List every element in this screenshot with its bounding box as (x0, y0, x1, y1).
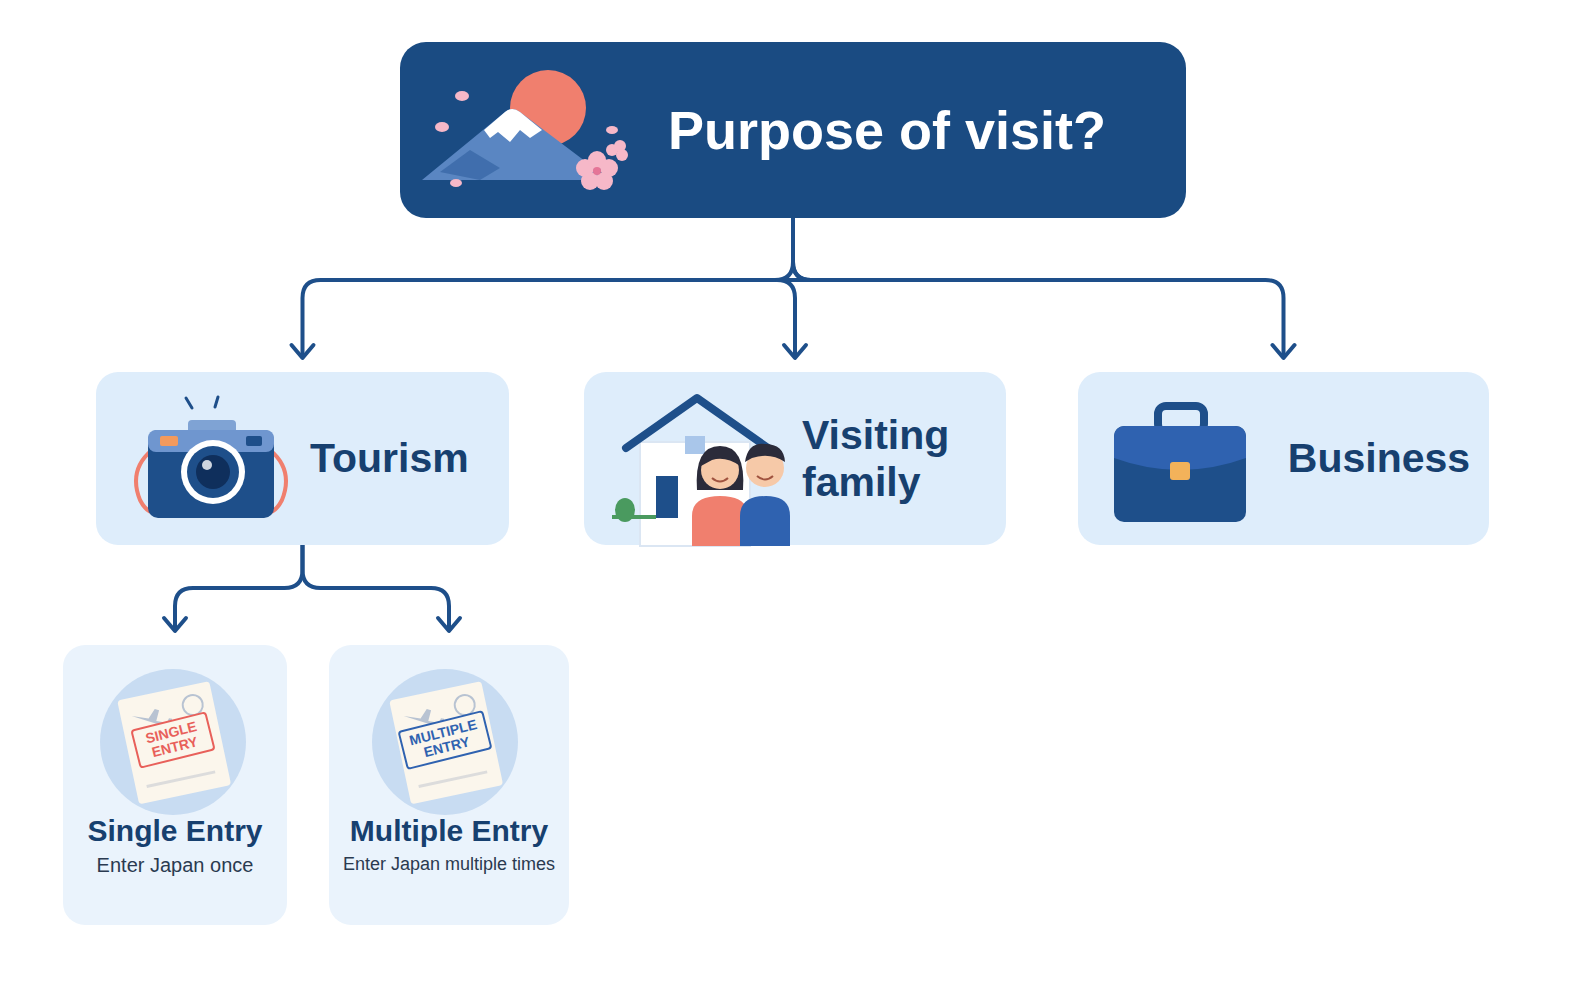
entry-option-box: Single EntryEnter Japan once (63, 645, 287, 925)
arrow-head (784, 345, 806, 358)
connector-line (303, 218, 794, 358)
connector-line (793, 218, 1284, 358)
node-description: Enter Japan once (97, 854, 254, 877)
connector-line (175, 545, 303, 631)
arrow-head (438, 618, 460, 631)
arrow-head (164, 618, 186, 631)
text-area: Business (1274, 372, 1484, 545)
text-area: Tourism (310, 372, 500, 545)
option-box: Tourism (96, 372, 509, 545)
text-area: Single EntryEnter Japan once (63, 813, 287, 913)
node-description: Enter Japan multiple times (343, 854, 555, 875)
option-box: Business (1078, 372, 1489, 545)
node-heading: Single Entry (87, 813, 262, 848)
text-area: Visiting family (802, 372, 992, 545)
node-heading: Visiting family (802, 412, 992, 506)
arrow-head (292, 345, 314, 358)
flow-connector (303, 545, 461, 631)
option-box: Visiting family (584, 372, 1006, 545)
arrow-head (1273, 345, 1295, 358)
flow-connector (292, 218, 794, 358)
node-heading: Tourism (310, 435, 469, 482)
flow-connector (793, 218, 1295, 358)
node-heading: Purpose of visit? (668, 99, 1106, 161)
connector-line (303, 545, 450, 631)
question-box: Purpose of visit? (400, 42, 1186, 218)
text-area: Multiple EntryEnter Japan multiple times (329, 813, 569, 913)
text-area: Purpose of visit? (668, 42, 1168, 218)
node-heading: Multiple Entry (350, 813, 548, 848)
entry-option-box: Multiple EntryEnter Japan multiple times (329, 645, 569, 925)
node-heading: Business (1288, 435, 1470, 482)
flow-connector (164, 545, 303, 631)
